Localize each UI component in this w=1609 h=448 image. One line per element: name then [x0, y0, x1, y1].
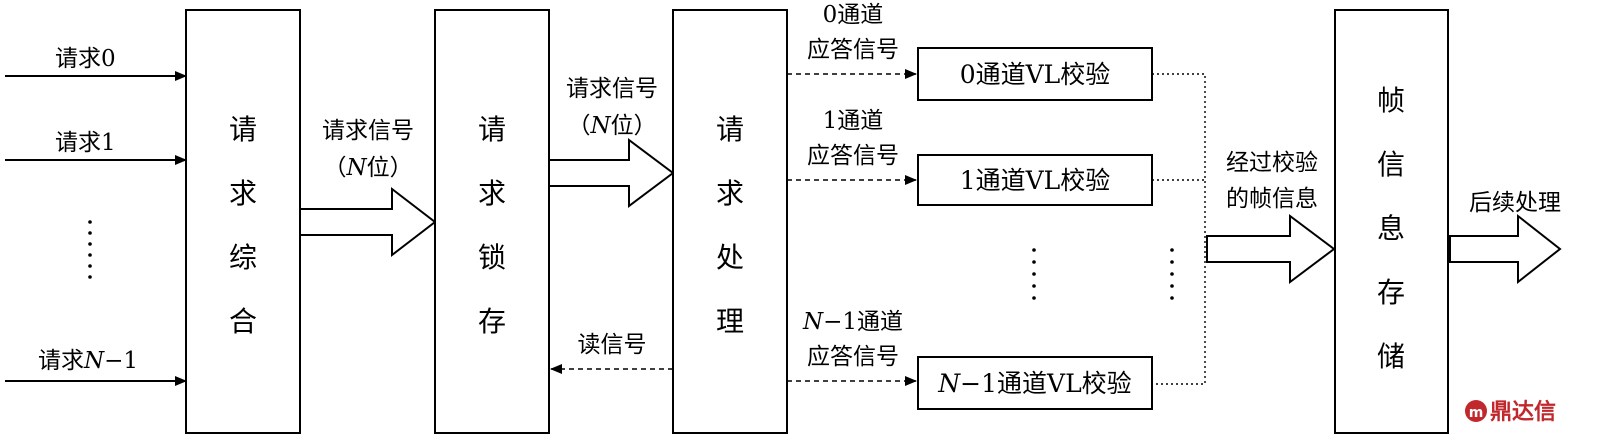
- fat-arrow-verified-frame: 经过校验 的帧信息: [1206, 150, 1336, 284]
- fat-arrow-req-signal-2: 请求信号 （N位）: [548, 76, 675, 208]
- chN-box-label: N−1通道VL校验: [937, 369, 1131, 398]
- svg-text:0通道VL校验: 0通道VL校验: [960, 60, 1111, 89]
- channel-0-ack: 0通道 应答信号: [787, 2, 917, 79]
- svg-text:储: 储: [1377, 340, 1405, 373]
- ch0-ack-line2: 应答信号: [807, 37, 899, 63]
- ch0-ack-line1: 0通道: [823, 2, 884, 28]
- followup-label: 后续处理: [1469, 190, 1561, 216]
- block-request-latch: 请 求 锁 存: [434, 9, 550, 434]
- brand-logo: m 鼎达信: [1465, 399, 1556, 425]
- ch1-ack-line2: 应答信号: [807, 143, 899, 169]
- channel-1-vl-check: 1通道VL校验: [917, 154, 1153, 206]
- n-bits-label-1: （N位）: [323, 155, 412, 181]
- svg-text:请: 请: [229, 113, 257, 146]
- n-bits-label-2: （N位）: [567, 113, 656, 139]
- svg-text:理: 理: [716, 305, 744, 338]
- svg-text:m: m: [1469, 405, 1484, 421]
- block-request-synthesis: 请 求 综 合: [185, 9, 301, 434]
- input-req0-label: 请求0: [55, 46, 116, 72]
- read-signal-arrow: 读信号: [550, 332, 673, 374]
- svg-text:求: 求: [478, 177, 506, 210]
- logo-text: 鼎达信: [1490, 399, 1556, 425]
- svg-text:帧: 帧: [1377, 84, 1405, 117]
- collector-lines: [1152, 73, 1206, 385]
- block-frame-info-store: 帧 信 息 存 储: [1334, 9, 1449, 434]
- svg-text:存: 存: [478, 305, 506, 338]
- svg-text:处: 处: [716, 241, 744, 274]
- input-reqN-label: 请求N−1: [38, 348, 138, 374]
- svg-text:1通道VL校验: 1通道VL校验: [960, 166, 1111, 195]
- svg-text:求: 求: [229, 177, 257, 210]
- verified-label-line1: 经过校验: [1226, 150, 1318, 176]
- svg-text:请: 请: [478, 113, 506, 146]
- svg-text:综: 综: [229, 241, 257, 274]
- fat-arrow-followup: 后续处理: [1449, 190, 1562, 285]
- channel-ellipsis: [1032, 248, 1174, 300]
- verified-label-line2: 的帧信息: [1226, 186, 1318, 212]
- svg-text:信: 信: [1377, 148, 1405, 181]
- channel-N-vl-check: N−1通道VL校验: [917, 356, 1153, 410]
- req-signal-label-1: 请求信号: [322, 118, 414, 144]
- input-req0: 请求0: [5, 46, 187, 81]
- chN-ack-line2: 应答信号: [807, 344, 899, 370]
- input-ellipsis: [88, 220, 92, 279]
- block-request-process: 请 求 处 理: [672, 9, 788, 434]
- ch1-ack-line1: 1通道: [823, 108, 884, 134]
- svg-text:锁: 锁: [478, 241, 506, 274]
- svg-text:求: 求: [716, 177, 744, 210]
- req-signal-label-2: 请求信号: [566, 76, 658, 102]
- fat-arrow-req-signal-1: 请求信号 （N位）: [299, 118, 437, 258]
- channel-N-ack: N−1通道 应答信号: [787, 309, 917, 386]
- input-req1: 请求1: [5, 130, 187, 165]
- logo-badge-icon: [1465, 400, 1487, 422]
- svg-text:请: 请: [716, 113, 744, 146]
- svg-text:息: 息: [1377, 212, 1405, 245]
- read-signal-label: 读信号: [578, 332, 647, 358]
- svg-text:合: 合: [229, 305, 257, 338]
- channel-1-ack: 1通道 应答信号: [787, 108, 917, 185]
- channel-0-vl-check: 0通道VL校验: [917, 47, 1153, 101]
- chN-ack-line1: N−1通道: [802, 309, 903, 335]
- input-reqN: 请求N−1: [5, 348, 187, 386]
- svg-text:存: 存: [1377, 276, 1405, 309]
- input-req1-label: 请求1: [55, 130, 116, 156]
